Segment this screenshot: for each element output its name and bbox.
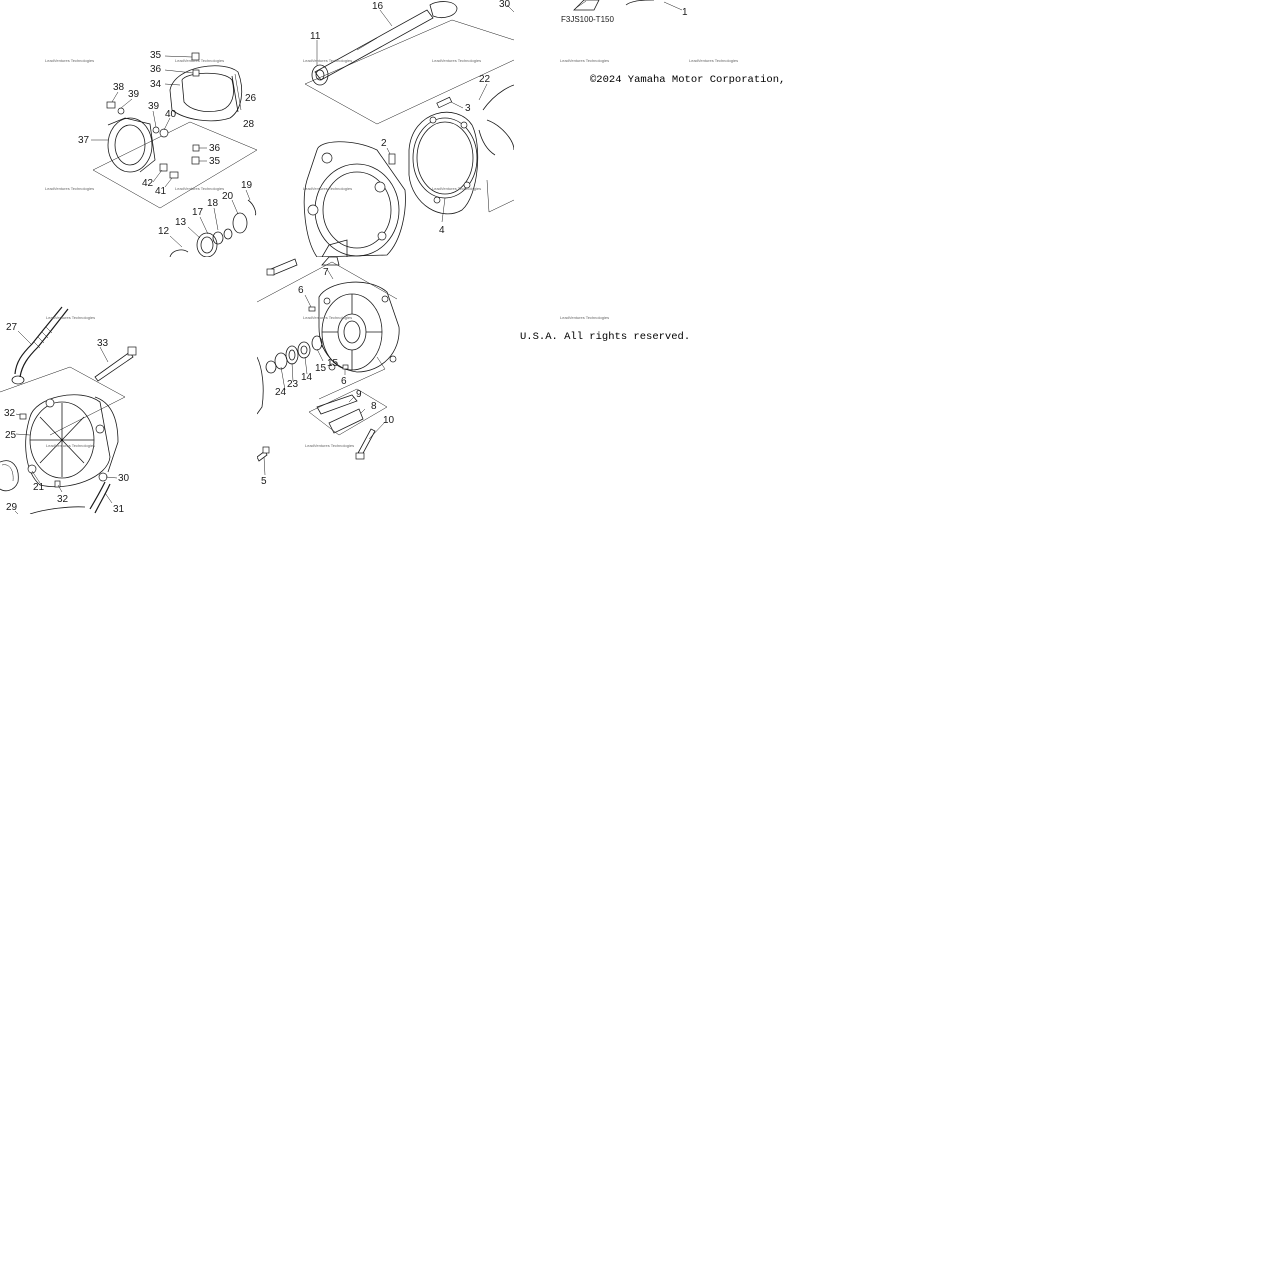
callout-label: 31	[113, 504, 125, 514]
callout-label: 11	[310, 31, 321, 42]
watermark-text: LeadVentures Technologies	[432, 186, 481, 191]
callout-label: 35	[150, 50, 162, 61]
callout-label: 38	[113, 82, 125, 93]
callout-label: 15	[315, 363, 327, 374]
callout-label: 29	[6, 502, 18, 513]
diagram-tile-mid-right: LeadVentures Technologies	[514, 257, 771, 514]
watermark-text: LeadVentures Technologies	[689, 58, 738, 63]
callout-label: 17	[192, 207, 204, 218]
callout-label: 19	[241, 180, 253, 191]
callout-label: 30	[118, 473, 130, 484]
watermark-text: LeadVentures Technologies	[175, 186, 224, 191]
diagram-tile-mid-center-svg: 7 6 15 14 23 24 15 6 9 8 10 5 LeadVentur…	[257, 257, 400, 487]
callout-label: 37	[78, 135, 90, 146]
callout-label: 34	[150, 79, 162, 90]
callout-label: 12	[158, 226, 170, 237]
callout-label: 32	[57, 494, 69, 505]
callout-label: 4	[439, 225, 445, 236]
callout-label: 16	[372, 1, 384, 12]
callout-label: 25	[5, 430, 17, 441]
watermark-text: LeadVentures Technologies	[432, 58, 481, 63]
diagram-tile-top-center: 16 30 11 22 3 2 4 LeadVentures Technolog…	[257, 0, 514, 257]
callout-label: 9	[356, 389, 362, 400]
watermark-text: LeadVentures Technologies	[303, 315, 352, 320]
diagram-tile-top-left-svg: 35 36 34 38 39 39 40 26 28 37 36 35 42 4…	[45, 50, 257, 257]
diagram-tile-mid-left-svg: 27 33 32 25 21 30 32 29 31 LeadVentures …	[0, 306, 137, 514]
watermark-text: LeadVentures Technologies	[560, 315, 609, 320]
callout-label: 35	[209, 156, 221, 167]
callout-label: 23	[287, 379, 299, 390]
callout-label: 30	[499, 0, 511, 10]
watermark-text: LeadVentures Technologies	[303, 58, 352, 63]
diagram-tile-mid-center: 7 6 15 14 23 24 15 6 9 8 10 5 LeadVentur…	[257, 257, 514, 514]
callout-label: 28	[243, 119, 255, 130]
callout-label: 36	[209, 143, 221, 154]
watermark-text: LeadVentures Technologies	[45, 186, 94, 191]
callout-label: 26	[245, 93, 257, 104]
callout-label: 14	[301, 372, 313, 383]
callout-label: 13	[175, 217, 187, 228]
callout-label: 8	[371, 401, 377, 412]
diagram-code: F3JS100-T150	[561, 15, 614, 24]
watermark-text: LeadVentures Technologies	[45, 58, 94, 63]
callout-label: 42	[142, 178, 154, 189]
callout-label: 18	[207, 198, 219, 209]
copyright-line-2: U.S.A. All rights reserved.	[520, 331, 691, 343]
callout-label: 27	[6, 322, 18, 333]
callout-label: 6	[298, 285, 304, 296]
callout-label: 36	[150, 64, 162, 75]
callout-label: 7	[323, 267, 329, 278]
callout-label: 33	[97, 338, 109, 349]
callout-label: 2	[381, 138, 387, 149]
callout-label: 15	[327, 358, 339, 369]
callout-label: 39	[128, 89, 140, 100]
callout-label: 32	[4, 408, 16, 419]
callout-label: 41	[155, 186, 167, 197]
callout-label: 6	[341, 376, 347, 387]
callout-label: 22	[479, 74, 491, 85]
callout-label: 20	[222, 191, 234, 202]
callout-label: 5	[261, 476, 267, 487]
watermark-text: LeadVentures Technologies	[305, 443, 354, 448]
diagram-tile-top-right: 1 F3JS100-T150 LeadVentures Technologies…	[514, 0, 771, 257]
diagram-tile-mid-right-svg: LeadVentures Technologies	[560, 315, 609, 320]
diagram-tile-mid-left: 27 33 32 25 21 30 32 29 31 LeadVentures …	[0, 257, 257, 514]
watermark-text: LeadVentures Technologies	[303, 186, 352, 191]
callout-label: 10	[383, 415, 395, 426]
callout-label: 24	[275, 387, 287, 398]
diagram-tile-top-center-svg: 16 30 11 22 3 2 4 LeadVentures Technolog…	[303, 0, 514, 257]
copyright-line-1: ©2024 Yamaha Motor Corporation,	[590, 74, 786, 86]
watermark-text: LeadVentures Technologies	[46, 315, 95, 320]
callout-label: 1	[682, 7, 688, 18]
callout-label: 21	[33, 482, 45, 493]
diagram-tile-top-left: 35 36 34 38 39 39 40 26 28 37 36 35 42 4…	[0, 0, 257, 257]
watermark-text: LeadVentures Technologies	[560, 58, 609, 63]
watermark-text: LeadVentures Technologies	[175, 58, 224, 63]
diagram-tile-top-right-svg: 1 F3JS100-T150 LeadVentures Technologies…	[560, 0, 738, 63]
callout-label: 40	[165, 109, 177, 120]
watermark-text: LeadVentures Technologies	[46, 443, 95, 448]
callout-label: 3	[465, 103, 471, 114]
callout-label: 39	[148, 101, 160, 112]
